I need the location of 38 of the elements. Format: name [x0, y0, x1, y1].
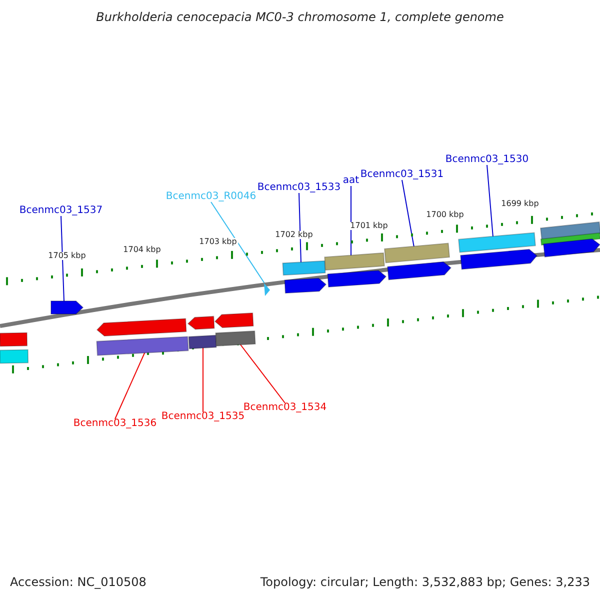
leader-line	[486, 164, 494, 238]
gene-label: Bcenmc03_R0046	[166, 192, 256, 202]
scale-label: 1705 kbp	[47, 252, 87, 260]
gene-label: Bcenmc03_1531	[360, 170, 444, 180]
gene-bar	[282, 260, 326, 276]
scale-label: 1702 kbp	[274, 231, 314, 239]
leader-line	[202, 346, 204, 412]
gene-label: Bcenmc03_1533	[257, 183, 341, 193]
gene-bar	[188, 334, 217, 350]
gene-bar	[215, 330, 256, 347]
gene-bar	[458, 232, 536, 253]
footer-text: Accession: NC_010508	[9, 576, 148, 588]
leader-line	[298, 192, 302, 264]
gene-label: Bcenmc03_1536	[73, 419, 157, 429]
coding-gene-feature	[50, 300, 84, 314]
gene-label: aat	[342, 176, 360, 186]
leader-line	[402, 180, 414, 248]
gene-label: Bcenmc03_1537	[19, 206, 103, 216]
gene-label: Bcenmc03_1535	[161, 412, 245, 422]
coding-gene-feature	[460, 248, 538, 270]
scale-label: 1701 kbp	[349, 222, 389, 230]
scale-label: 1704 kbp	[122, 246, 162, 254]
leader-line	[240, 344, 286, 404]
gene-label: Bcenmc03_1534	[243, 403, 327, 413]
scale-label: 1700 kbp	[425, 211, 465, 219]
leader-line	[114, 352, 146, 420]
gene-bar	[96, 336, 189, 356]
leader-line	[210, 202, 266, 284]
gene-bar	[384, 242, 450, 264]
leader-line	[350, 186, 352, 256]
title: Burkholderia cenocepacia MC0-3 chromosome 1, complete genome	[96, 11, 504, 23]
gene-label: Bcenmc03_1530	[445, 155, 529, 165]
rna-gene-marker	[264, 283, 270, 296]
scale-label: 1699 kbp	[500, 200, 540, 208]
scale-label: 1703 kbp	[198, 238, 238, 246]
footer-text: Topology: circular; Length: 3,532,883 bp; Genes: 3,233	[259, 576, 591, 588]
leader-line	[60, 216, 64, 302]
gene-bar	[324, 252, 385, 271]
